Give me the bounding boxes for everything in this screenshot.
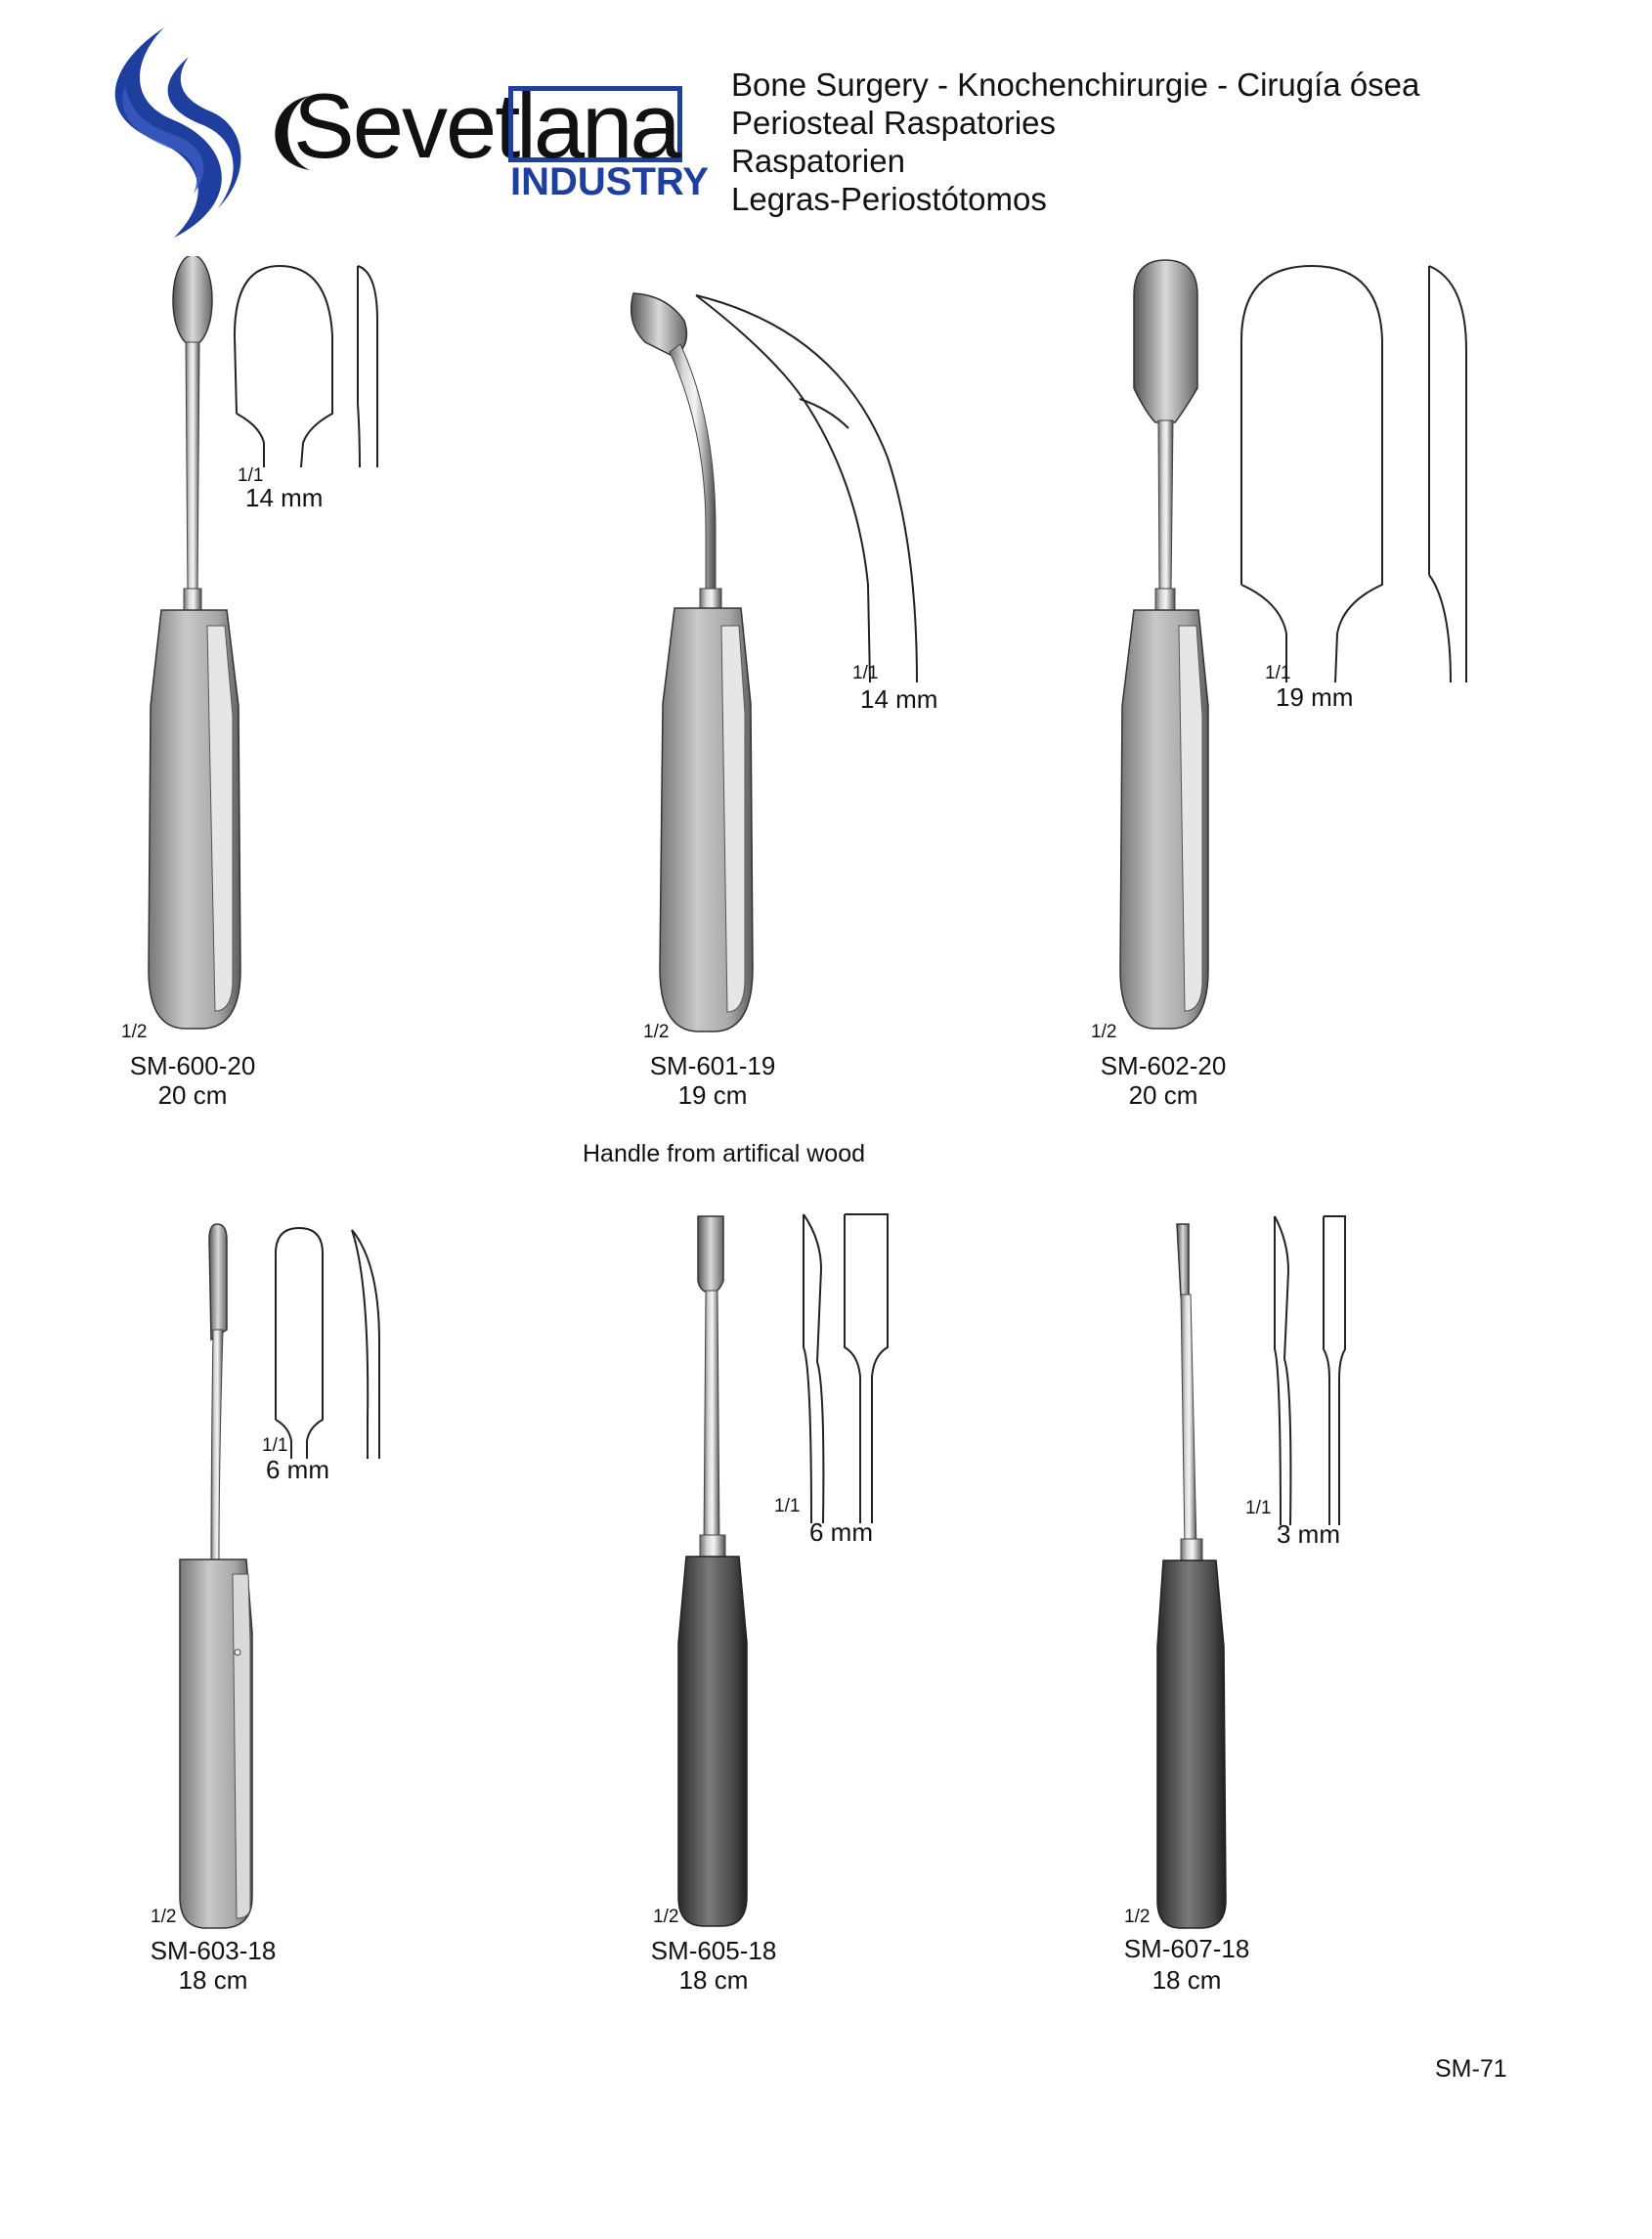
brand-crescent-icon (275, 96, 310, 170)
scale-tool: 1/2 (643, 1022, 670, 1042)
blade-width: 14 mm (860, 684, 938, 714)
raspatory-sm-607-18-image (1156, 1223, 1227, 1929)
page-number: SM-71 (1435, 2055, 1507, 2083)
blade-width: 19 mm (1276, 682, 1354, 712)
header-line-2: Periosteal Raspatories (731, 105, 1056, 141)
item-length: 18 cm (1152, 1965, 1222, 1995)
raspatory-sm-605-18-image (677, 1215, 748, 1927)
brand-name-box (508, 86, 682, 162)
brand-subtitle: INDUSTRY (510, 160, 709, 203)
header-line-4: Legras-Periostótomos (731, 181, 1047, 217)
item-code: SM-600-20 (129, 1051, 256, 1080)
handle-note: Handle from artifical wood (583, 1140, 866, 1167)
brand-swoosh-icon (114, 27, 241, 238)
blade-width: 3 mm (1277, 1519, 1340, 1549)
brand-name: Sevet (293, 74, 520, 177)
item-length: 19 cm (677, 1080, 748, 1110)
raspatory-sm-600-20-image (148, 256, 241, 1030)
item-length: 18 cm (178, 1965, 248, 1995)
header-line-3: Raspatorien (731, 143, 905, 179)
item-code: SM-607-18 (1123, 1934, 1250, 1963)
blade-width: 14 mm (245, 483, 324, 512)
header-line-1: Bone Surgery - Knochenchirurgie - Cirugí… (731, 66, 1420, 103)
raspatory-sm-605-18-blade-detail (803, 1213, 889, 1523)
scale-tool: 1/2 (653, 1907, 679, 1927)
blade-width: 6 mm (809, 1517, 873, 1547)
item-length: 20 cm (1128, 1080, 1198, 1110)
scale-detail: 1/1 (238, 465, 264, 486)
raspatory-sm-603-18-blade-detail (275, 1226, 380, 1459)
scale-detail: 1/1 (262, 1435, 288, 1456)
blade-width: 6 mm (266, 1455, 329, 1484)
scale-tool: 1/2 (151, 1907, 177, 1927)
raspatory-sm-607-18-blade-detail (1274, 1215, 1346, 1525)
item-length: 20 cm (157, 1080, 228, 1110)
raspatory-sm-601-19-blade-detail (695, 294, 918, 682)
item-code: SM-603-18 (150, 1936, 277, 1965)
scale-detail: 1/1 (1245, 1498, 1272, 1518)
scale-detail: 1/1 (1265, 663, 1291, 683)
raspatory-sm-600-20-blade-detail (233, 264, 378, 467)
raspatory-sm-602-20-image (1119, 259, 1209, 1030)
raspatory-sm-602-20-blade-detail (1240, 264, 1467, 682)
raspatory-sm-603-18-image (179, 1223, 253, 1929)
raspatory-sm-601-19-image (630, 292, 754, 1032)
brand-name-boxed: lana (516, 74, 681, 177)
item-length: 18 cm (678, 1965, 749, 1995)
scale-detail: 1/1 (774, 1496, 801, 1516)
item-code: SM-601-19 (649, 1051, 776, 1080)
scale-tool: 1/2 (1124, 1907, 1151, 1927)
item-code: SM-605-18 (650, 1936, 777, 1965)
scale-tool: 1/2 (1091, 1022, 1117, 1042)
scale-tool: 1/2 (121, 1022, 148, 1042)
scale-detail: 1/1 (852, 663, 879, 683)
item-code: SM-602-20 (1100, 1051, 1227, 1080)
